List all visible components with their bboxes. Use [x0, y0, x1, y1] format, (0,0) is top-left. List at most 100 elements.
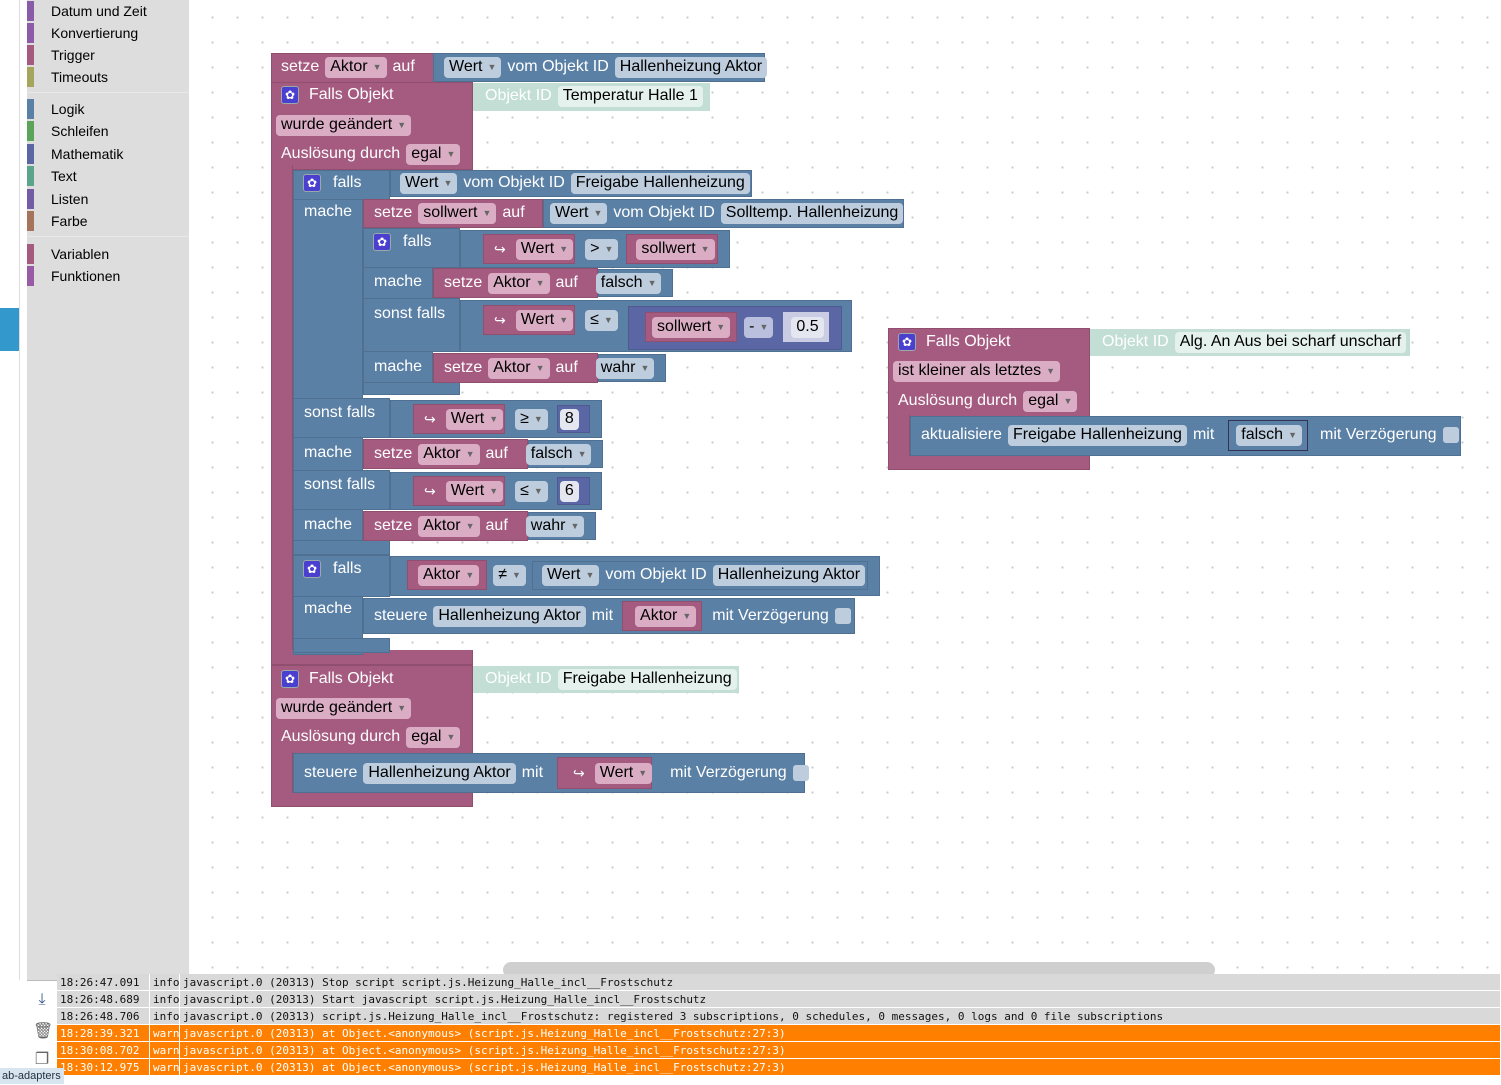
label: falls [403, 233, 432, 250]
boolean-dropdown[interactable]: wahr▼ [525, 515, 585, 537]
object-id-field[interactable]: Hallenheizung Aktor [433, 605, 586, 627]
boolean-dropdown[interactable]: falsch▼ [1236, 424, 1302, 446]
category-label: Timeouts [51, 69, 109, 85]
operator-dropdown[interactable]: ≤▼ [515, 480, 548, 502]
label: vom Objekt ID [605, 566, 707, 583]
object-id-field[interactable]: Freigabe Hallenheizung [570, 172, 750, 194]
toolbox-category[interactable]: Variablen [27, 243, 109, 265]
variable-dropdown[interactable]: Aktor▼ [488, 272, 550, 294]
variable-dropdown[interactable]: sollwert▼ [418, 202, 497, 224]
variable-dropdown[interactable]: Wert▼ [445, 408, 504, 430]
toolbox-category[interactable]: Logik [27, 98, 84, 120]
object-id-field[interactable]: Freigabe Hallenheizung [557, 668, 737, 690]
number-field[interactable]: 0.5 [791, 316, 824, 338]
object-id-field[interactable]: Alg. An Aus bei scharf unscharf [1174, 331, 1407, 353]
trigger-source-dropdown[interactable]: egal▼ [406, 726, 461, 748]
log-time: 18:30:08.702 [57, 1042, 150, 1058]
log-time: 18:30:12.975 [57, 1059, 150, 1075]
operator-dropdown[interactable]: ≥▼ [515, 408, 548, 430]
operator-dropdown[interactable]: -▼ [744, 316, 774, 338]
object-id-field[interactable]: Hallenheizung Aktor [614, 56, 768, 78]
delay-checkbox[interactable] [792, 765, 809, 781]
category-label: Text [51, 168, 77, 184]
operator-dropdown[interactable]: >▼ [585, 238, 619, 260]
toolbox-category[interactable]: Konvertierung [27, 22, 138, 44]
attribute-dropdown[interactable]: Wert▼ [400, 172, 458, 194]
log-time: 18:26:48.689 [57, 991, 150, 1007]
variable-dropdown[interactable]: Aktor▼ [418, 443, 480, 465]
toolbox-category[interactable]: Listen [27, 188, 88, 210]
number-field[interactable]: 8 [559, 408, 579, 430]
condition-dropdown[interactable]: wurde geändert▼ [276, 114, 412, 136]
download-icon[interactable]: ⤓ [38, 991, 46, 1008]
toolbox-category[interactable]: Trigger [27, 44, 95, 66]
category-color-swatch [27, 266, 34, 286]
toolbox-category[interactable]: Datum und Zeit [27, 0, 147, 22]
label: Objekt ID [1102, 333, 1169, 350]
attribute-dropdown[interactable]: Wert▼ [550, 202, 608, 224]
toolbox-category[interactable]: Mathematik [27, 143, 123, 165]
side-tab[interactable] [0, 308, 19, 351]
variable-dropdown[interactable]: sollwert▼ [652, 316, 731, 338]
boolean-dropdown[interactable]: falsch▼ [525, 443, 592, 465]
object-id-field[interactable]: Hallenheizung Aktor [712, 564, 866, 586]
variable-dropdown[interactable]: Wert▼ [445, 480, 504, 502]
variable-dropdown[interactable]: Aktor▼ [418, 515, 480, 537]
if-bottom [363, 382, 460, 395]
toolbox-category[interactable]: Timeouts [27, 66, 108, 88]
gear-icon[interactable]: ✿ [281, 670, 299, 688]
log-message: javascript.0 (20313) at Object.<anonymou… [180, 1025, 1501, 1041]
variable-dropdown[interactable]: Wert▼ [515, 238, 574, 260]
log-level: info [150, 991, 180, 1007]
label: Falls Objekt [926, 333, 1011, 350]
label: mache [304, 444, 353, 461]
gear-icon[interactable]: ✿ [898, 333, 916, 351]
object-id-field[interactable]: Freigabe Hallenheizung [1007, 424, 1187, 446]
attribute-dropdown[interactable]: Wert▼ [444, 56, 502, 78]
toolbox-category[interactable]: Schleifen [27, 120, 109, 142]
boolean-dropdown[interactable]: wahr▼ [595, 357, 655, 379]
trigger-source-dropdown[interactable]: egal▼ [406, 143, 461, 165]
variable-dropdown[interactable]: Wert▼ [594, 762, 653, 784]
condition-dropdown[interactable]: wurde geändert▼ [276, 697, 412, 719]
operator-dropdown[interactable]: ≤▼ [585, 309, 618, 331]
variable-dropdown[interactable]: Aktor▼ [488, 357, 550, 379]
label: Objekt ID [485, 87, 552, 104]
delay-checkbox[interactable] [1442, 427, 1459, 443]
label: mit [1192, 426, 1215, 443]
variable-dropdown[interactable]: Aktor▼ [418, 564, 480, 586]
gear-icon[interactable]: ✿ [303, 174, 321, 192]
toolbox-category[interactable]: Farbe [27, 210, 88, 232]
trigger-block-arm [888, 415, 910, 460]
variable-dropdown[interactable]: Aktor▼ [325, 56, 387, 78]
label: sonst falls [304, 404, 376, 421]
operator-dropdown[interactable]: ≠▼ [493, 564, 526, 586]
toolbox-category[interactable]: Funktionen [27, 265, 120, 287]
variable-dropdown[interactable]: Wert▼ [515, 309, 574, 331]
label: sonst falls [374, 305, 446, 322]
condition-dropdown[interactable]: ist kleiner als letztes▼ [893, 360, 1061, 382]
gear-icon[interactable]: ✿ [373, 233, 391, 251]
log-message: javascript.0 (20313) Start javascript sc… [180, 991, 1501, 1007]
control-block[interactable] [293, 753, 805, 793]
object-id-field[interactable]: Solltemp. Hallenheizung [720, 202, 904, 224]
object-id-field[interactable]: Temperatur Halle 1 [557, 85, 703, 107]
trash-icon[interactable]: 🗑 [33, 1023, 54, 1040]
variable-dropdown[interactable]: sollwert▼ [636, 238, 715, 260]
attribute-dropdown[interactable]: Wert▼ [541, 564, 600, 586]
trigger-source-dropdown[interactable]: egal▼ [1023, 390, 1078, 412]
gear-icon[interactable]: ✿ [281, 86, 299, 104]
variable-dropdown[interactable]: Aktor▼ [635, 605, 697, 627]
object-id-field[interactable]: Hallenheizung Aktor [363, 762, 516, 784]
gear-icon[interactable]: ✿ [303, 560, 321, 578]
copy-icon[interactable]: ❐ [34, 1051, 50, 1068]
boolean-dropdown[interactable]: falsch▼ [595, 272, 662, 294]
label: mache [304, 600, 353, 617]
number-field[interactable]: 6 [559, 480, 579, 502]
delay-checkbox[interactable] [834, 608, 851, 624]
label: vom Objekt ID [463, 174, 565, 191]
toolbox-category[interactable]: Text [27, 165, 77, 187]
